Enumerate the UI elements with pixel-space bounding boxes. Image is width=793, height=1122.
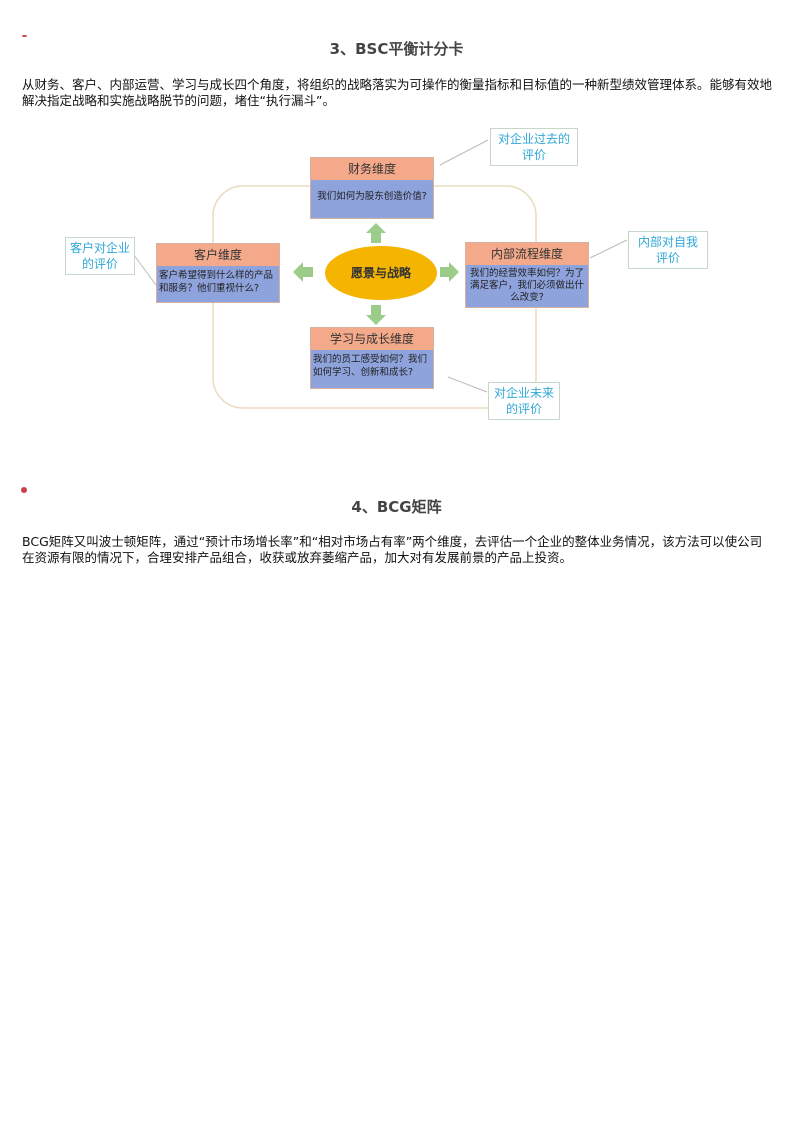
- arrow-left-icon: [293, 262, 313, 282]
- section3-body: 从财务、客户、内部运营、学习与成长四个角度，将组织的战略落实为可操作的衡量指标和…: [22, 77, 773, 108]
- learning-question: 我们的员工感受如何？我们如何学习、创新和成长?: [311, 350, 433, 388]
- finance-question: 我们如何为股东创造价值?: [311, 180, 433, 218]
- arrow-down-icon: [366, 305, 386, 325]
- section4-body: BCG矩阵又叫波士顿矩阵，通过“预计市场增长率”和“相对市场占有率”两个维度，去…: [22, 534, 763, 565]
- finance-title: 财务维度: [311, 158, 433, 180]
- learning-title: 学习与成长维度: [311, 328, 433, 350]
- arrow-up-icon: [366, 223, 386, 243]
- internal-question: 我们的经营效率如何？为了满足客户，我们必须做出什么改变?: [466, 265, 588, 307]
- callout-self: 内部对自我评价: [628, 231, 708, 269]
- bullet-mark: [22, 35, 27, 37]
- vision-strategy-ellipse: 愿景与战略: [325, 246, 437, 300]
- callout-past: 对企业过去的评价: [490, 128, 578, 166]
- finance-box: 财务维度 我们如何为股东创造价值?: [310, 157, 434, 219]
- internal-title: 内部流程维度: [466, 243, 588, 265]
- section3-title: 3、BSC平衡计分卡: [329, 40, 464, 58]
- customer-title: 客户维度: [157, 244, 279, 266]
- internal-box: 内部流程维度 我们的经营效率如何？为了满足客户，我们必须做出什么改变?: [465, 242, 589, 308]
- customer-question: 客户希望得到什么样的产品和服务？他们重视什么?: [157, 266, 279, 302]
- callout-customer: 客户对企业的评价: [65, 237, 135, 275]
- diagram-lines: [133, 139, 628, 409]
- bullet-dot: [21, 487, 27, 493]
- customer-box: 客户维度 客户希望得到什么样的产品和服务？他们重视什么?: [156, 243, 280, 303]
- learning-box: 学习与成长维度 我们的员工感受如何？我们如何学习、创新和成长?: [310, 327, 434, 389]
- section4-title: 4、BCG矩阵: [351, 498, 442, 516]
- arrow-right-icon: [440, 262, 459, 282]
- callout-future: 对企业未来的评价: [488, 382, 560, 420]
